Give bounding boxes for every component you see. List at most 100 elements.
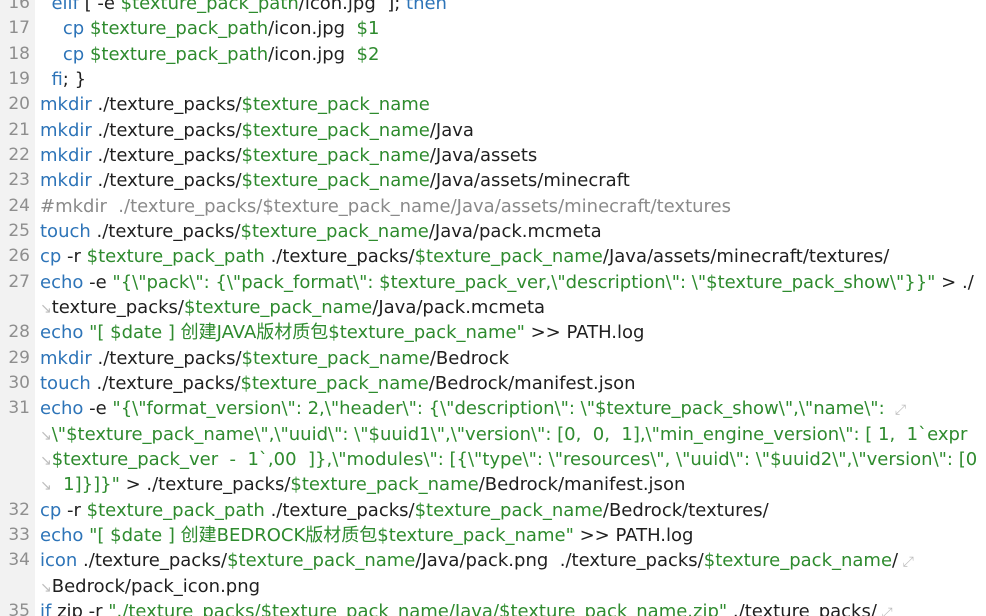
code-token-com: #mkdir ./texture_packs/$texture_pack_nam… [40, 195, 732, 217]
wrap-continue-icon: ↘ [40, 452, 52, 469]
line-number: 28 [8, 322, 30, 343]
code-line[interactable]: 34 icon ./texture_packs/$texture_pack_nam… [0, 548, 986, 573]
code-line-continuation[interactable]: ↘ 1]}]}" > ./texture_packs/$texture_pack… [0, 472, 986, 497]
code-text: ↘ 1]}]}" > ./texture_packs/$texture_pack… [40, 472, 976, 499]
code-token-var: $texture_pack_path [86, 246, 265, 268]
code-token-cmd: touch [40, 220, 91, 242]
line-number: 20 [8, 94, 30, 115]
code-text: #mkdir ./texture_packs/$texture_pack_nam… [40, 194, 976, 219]
wrap-icon: ⤢ [973, 428, 976, 444]
code-text: echo -e "{\"pack\": {\"pack_format\": $t… [40, 270, 976, 297]
code-text: mkdir ./texture_packs/$texture_pack_name [40, 92, 976, 117]
code-text: touch ./texture_packs/$texture_pack_name… [40, 371, 976, 396]
code-token-cmd: mkdir [40, 347, 92, 369]
code-text: mkdir ./texture_packs/$texture_pack_name… [40, 346, 976, 371]
code-token-txt: ./texture_packs/ [91, 347, 242, 369]
code-line-continuation[interactable]: ↘\"$texture_pack_name\",\"uuid\": \"$uui… [0, 422, 986, 447]
code-text: mkdir ./texture_packs/$texture_pack_name… [40, 143, 976, 168]
code-token-cmd: cp [40, 43, 90, 65]
line-number: 26 [8, 246, 30, 267]
code-line[interactable]: 19 fi; } [0, 67, 986, 92]
code-token-txt: > ./ [935, 271, 974, 293]
code-token-txt: [ -e [78, 0, 121, 14]
code-token-cmd: mkdir [40, 144, 92, 166]
code-token-cmd: echo [40, 398, 84, 420]
code-line-continuation[interactable]: ↘Bedrock/pack_icon.png [0, 574, 986, 599]
code-line[interactable]: 16 elif [ -e $texture_pack_path/icon.jpg… [0, 0, 986, 16]
code-token-txt: /Java/assets/minecraft [429, 170, 630, 192]
code-line[interactable]: 20 mkdir ./texture_packs/$texture_pack_na… [0, 92, 986, 117]
line-number: 34 [8, 550, 30, 571]
code-token-txt: ./texture_packs/ [91, 119, 242, 141]
line-number: 21 [8, 119, 30, 140]
code-token-cmd: touch [40, 372, 91, 394]
wrap-continue-icon: ↘ [40, 427, 52, 444]
code-token-var: $texture_pack_name [414, 499, 603, 521]
code-text: cp -r $texture_pack_path ./texture_packs… [40, 244, 976, 269]
code-token-kw: elif [40, 0, 79, 14]
code-text: ↘$texture_pack_ver - 1`,00 ]},\"modules\… [40, 447, 976, 474]
code-text: cp $texture_pack_path/icon.jpg $2 [40, 42, 976, 67]
code-line[interactable]: 26 cp -r $texture_pack_path ./texture_pac… [0, 244, 986, 269]
code-text: touch ./texture_packs/$texture_pack_name… [40, 219, 976, 244]
code-line[interactable]: 29 mkdir ./texture_packs/$texture_pack_na… [0, 346, 986, 371]
code-token-var: $texture_pack_name [703, 550, 893, 572]
code-token-cmd: cp [40, 499, 62, 521]
code-line[interactable]: 30 touch ./texture_packs/$texture_pack_na… [0, 371, 986, 396]
code-token-var: $texture_pack_path [89, 18, 269, 40]
code-token-txt: /Java/assets/minecraft/textures/ [602, 246, 890, 268]
code-token-var: $2 [356, 43, 380, 65]
code-token-txt: /Bedrock/textures/ [602, 499, 769, 521]
code-text: echo "[ $date ] 创建BEDROCK版材质包$texture_pa… [40, 523, 976, 548]
code-token-str: "./texture_packs/$texture_pack_name/Java… [108, 600, 728, 616]
code-text: cp -r $texture_pack_path ./texture_packs… [40, 498, 976, 523]
code-line-continuation[interactable]: ↘texture_packs/$texture_pack_name/Java/p… [0, 295, 986, 320]
code-line[interactable]: 25 touch ./texture_packs/$texture_pack_na… [0, 219, 986, 244]
code-token-txt: ./texture_packs/ [264, 246, 415, 268]
code-token-str: \"$texture_pack_name\",\"uuid\": \"$uuid… [51, 423, 974, 445]
code-token-var: $texture_pack_path [89, 43, 269, 65]
code-line[interactable]: 17 cp $texture_pack_path/icon.jpg $1 [0, 16, 986, 41]
line-number: 30 [8, 372, 30, 393]
line-number: 19 [8, 68, 30, 89]
code-token-txt: / [892, 550, 899, 572]
code-token-txt: ./texture_packs/ [91, 170, 242, 192]
code-token-txt: >> PATH.log [573, 524, 694, 546]
line-number: 33 [8, 524, 30, 545]
code-token-str: "[ $date ] 创建BEDROCK版材质包$texture_pack_na… [83, 524, 574, 546]
wrap-icon: ⤢ [876, 604, 893, 616]
code-token-txt: >> PATH.log [524, 322, 645, 344]
code-text: icon ./texture_packs/$texture_pack_name/… [40, 548, 976, 575]
code-token-txt: /Bedrock/manifest.json [428, 372, 636, 394]
code-token-txt: ./texture_packs/ [90, 372, 241, 394]
code-token-txt: /Java/assets [429, 144, 538, 166]
code-token-str: "[ $date ] 创建JAVA版材质包$texture_pack_name" [83, 322, 525, 344]
code-token-var: $texture_pack_name [183, 296, 373, 318]
line-number: 25 [8, 220, 30, 241]
code-token-str: $texture_pack_ver - 1`,00 ]},\"modules\"… [51, 448, 976, 470]
code-token-var: $texture_pack_name [241, 170, 430, 192]
code-token-cmd: mkdir [40, 170, 92, 192]
code-line[interactable]: 24#mkdir ./texture_packs/$texture_pack_n… [0, 194, 986, 219]
code-token-txt: /Java [429, 119, 474, 141]
line-number: 29 [8, 347, 30, 368]
code-token-var: $texture_pack_path [86, 499, 265, 521]
code-token-var: $texture_pack_name [241, 347, 430, 369]
code-line[interactable]: 33 echo "[ $date ] 创建BEDROCK版材质包$texture_… [0, 523, 986, 548]
code-token-txt: -r [61, 246, 87, 268]
code-token-txt: ./texture_packs/ [91, 144, 242, 166]
code-line-continuation[interactable]: ↘$texture_pack_ver - 1`,00 ]},\"modules\… [0, 447, 986, 472]
code-line[interactable]: 18 cp $texture_pack_path/icon.jpg $2 [0, 42, 986, 67]
code-text: cp $texture_pack_path/icon.jpg $1 [40, 16, 976, 41]
code-text: ↘texture_packs/$texture_pack_name/Java/p… [40, 295, 976, 322]
code-token-var: $texture_pack_path [120, 0, 299, 14]
